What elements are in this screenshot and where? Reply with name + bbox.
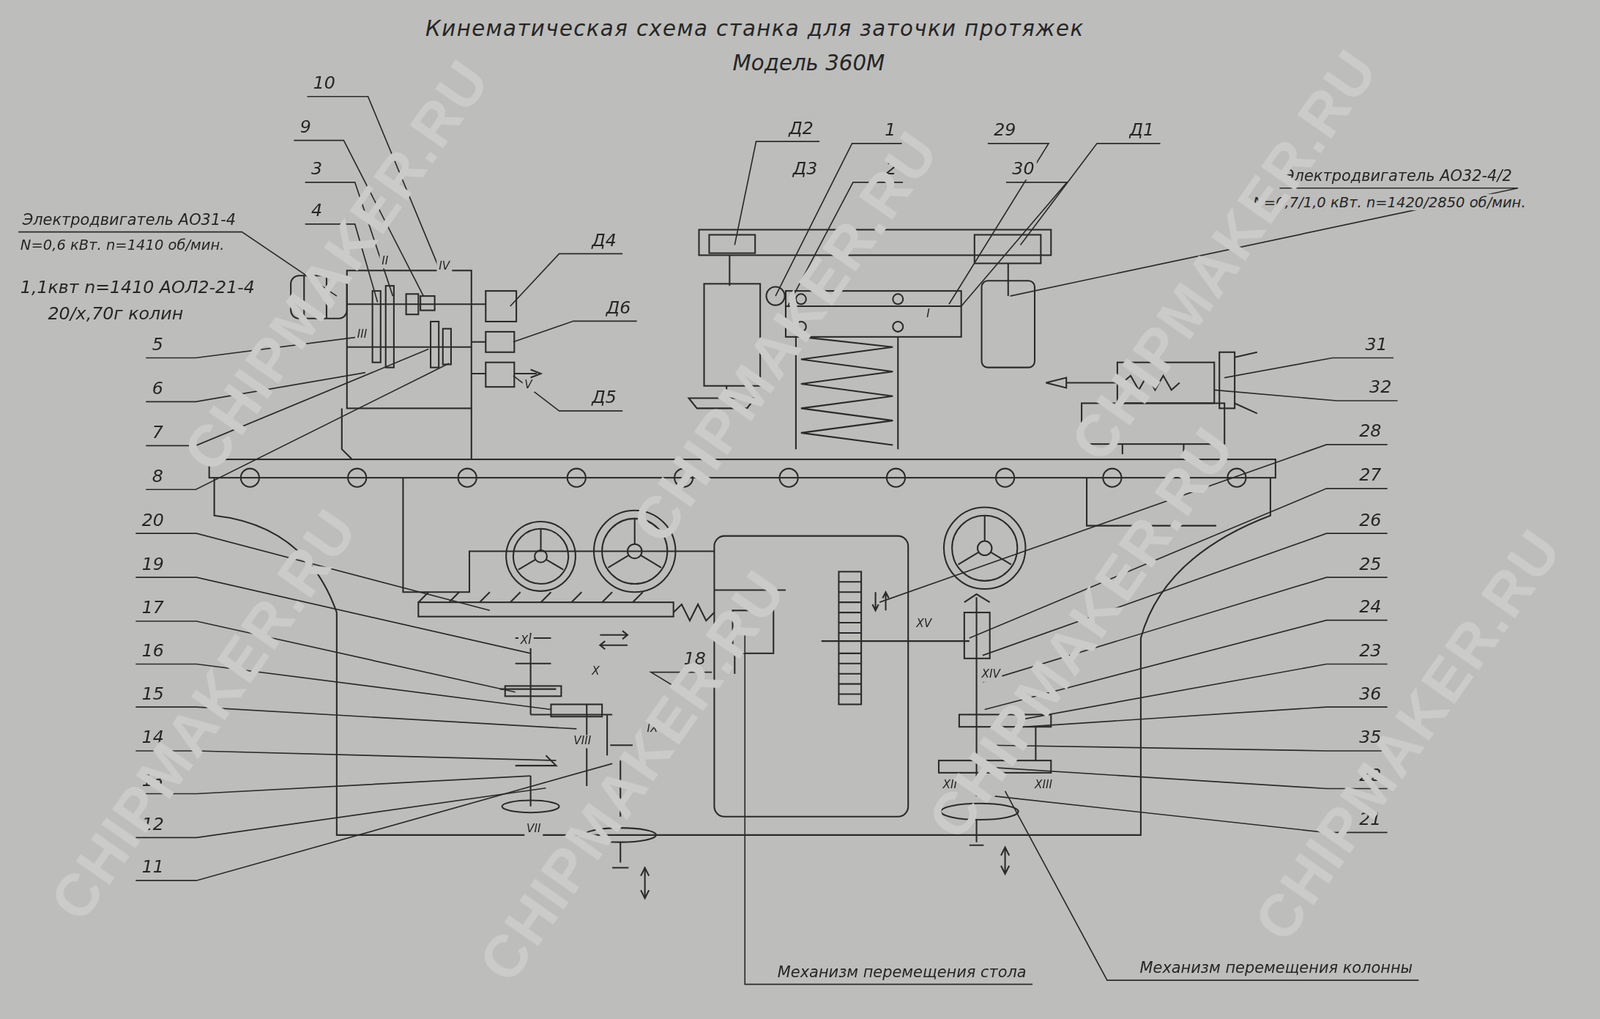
- shaft-number: I: [924, 308, 933, 322]
- watermark: CHIPMAKER.RU: [169, 46, 504, 484]
- leader-line: [961, 182, 1067, 307]
- shaft-number: VIII: [571, 734, 594, 748]
- callout-number: 8: [150, 466, 166, 487]
- leader-line: [135, 787, 546, 838]
- callout-number: Д6: [604, 298, 633, 318]
- watermark: CHIPMAKER.RU: [1241, 516, 1576, 953]
- note-text: N=0,6 кВт. n=1410 об/мин.: [18, 236, 227, 253]
- callout-number: 7: [150, 422, 166, 443]
- leader-line: [1224, 357, 1394, 378]
- callout-number: Д5: [589, 388, 619, 408]
- callout-number: 16: [139, 640, 167, 661]
- shaft-number: X: [589, 665, 602, 679]
- callout-number: 26: [1356, 510, 1384, 531]
- bed-screws: [240, 468, 1247, 487]
- watermark: CHIPMAKER.RU: [465, 557, 800, 994]
- callout-number: 17: [139, 598, 167, 619]
- callout-number: 11: [139, 857, 167, 878]
- callout-number: 4: [309, 201, 325, 222]
- callout-number: 5: [150, 334, 166, 355]
- shaft-number: VII: [524, 822, 543, 836]
- note-text: Механизм перемещения колонны: [1137, 959, 1415, 977]
- callout-number: 28: [1356, 421, 1384, 442]
- shaft-number: IV: [436, 259, 452, 274]
- callout-number: 19: [139, 554, 167, 575]
- leader-line: [1020, 143, 1160, 246]
- callout-number: 29: [991, 120, 1018, 140]
- leader-line: [734, 141, 820, 245]
- shaft-number: XIII: [1032, 778, 1055, 792]
- callout-number: 23: [1356, 640, 1384, 661]
- callout-number: 31: [1363, 334, 1390, 355]
- shaft-number: V: [522, 378, 534, 392]
- callout-number: Д2: [786, 118, 816, 139]
- callout-number: 27: [1356, 464, 1384, 485]
- callout-number: 9: [298, 117, 314, 137]
- callout-number: 32: [1367, 377, 1394, 398]
- callout-number: 25: [1356, 554, 1384, 575]
- callout-number: Д3: [790, 158, 820, 179]
- callout-number: 1,1квт n=1410 АОЛ2-21-4: [18, 277, 258, 298]
- shaft-number: XI: [518, 634, 534, 649]
- callout-number: 30: [1010, 158, 1037, 179]
- leader-line: [949, 143, 1049, 304]
- leader-line: [513, 375, 623, 411]
- callout-number: 24: [1356, 596, 1384, 617]
- callout-number: 6: [150, 378, 166, 399]
- callout-number: 15: [139, 683, 167, 704]
- callout-number: Д4: [589, 230, 619, 251]
- shaft-number: XV: [914, 617, 935, 631]
- diagram-title: Кинематическая схема станка для заточки …: [423, 16, 1086, 42]
- leader-line: [1025, 706, 1387, 727]
- note-text: Электродвигатель АО31-4: [20, 210, 238, 229]
- note-text: Модель 360М: [730, 51, 887, 77]
- shaft-number: III: [355, 328, 370, 342]
- leader-line: [990, 744, 1388, 751]
- callout-number: 3: [309, 158, 325, 179]
- note-text: Механизм перемещения стола: [775, 962, 1029, 981]
- callout-number: 10: [311, 73, 338, 93]
- motion-arrows: [599, 630, 628, 649]
- callout-number: 36: [1356, 683, 1384, 704]
- shaft-number: XIV: [979, 668, 1003, 682]
- callout-number: 20: [139, 510, 167, 531]
- leader-line: [513, 320, 638, 342]
- callout-number: 20/х,70г колин: [46, 303, 186, 324]
- callout-number: Д1: [1127, 120, 1157, 140]
